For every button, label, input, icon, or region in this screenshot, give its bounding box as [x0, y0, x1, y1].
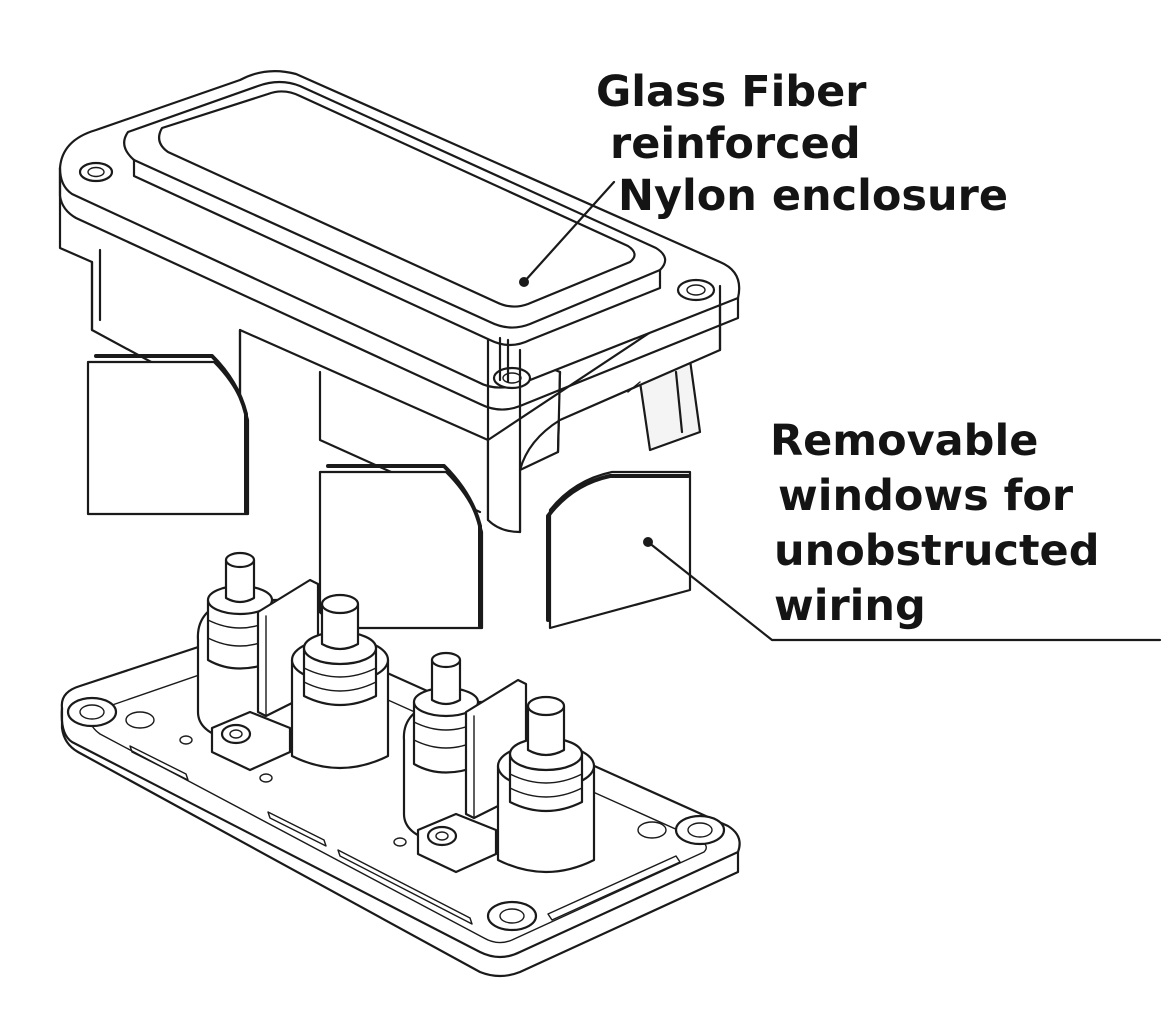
windows-callout-line-2: windows for [778, 471, 1074, 521]
leader-lines [519, 180, 1162, 642]
nylon-enclosure-lid [58, 69, 741, 534]
removable-window-panels [86, 354, 692, 630]
enclosure-callout-line-2: reinforced [610, 119, 861, 169]
enclosure-callout: Glass Fiber reinforced Nylon enclosure [596, 66, 1008, 222]
windows-callout-line-1: Removable [770, 416, 1039, 466]
windows-callout: Removable windows for unobstructed wirin… [770, 414, 1100, 634]
enclosure-callout-line-3: Nylon enclosure [618, 171, 1009, 221]
terminal-studs [196, 551, 596, 874]
enclosure-callout-line-1: Glass Fiber [596, 67, 867, 117]
windows-callout-line-3: unobstructed [774, 526, 1100, 576]
base-plate [60, 624, 741, 978]
windows-callout-line-4: wiring [774, 581, 926, 631]
